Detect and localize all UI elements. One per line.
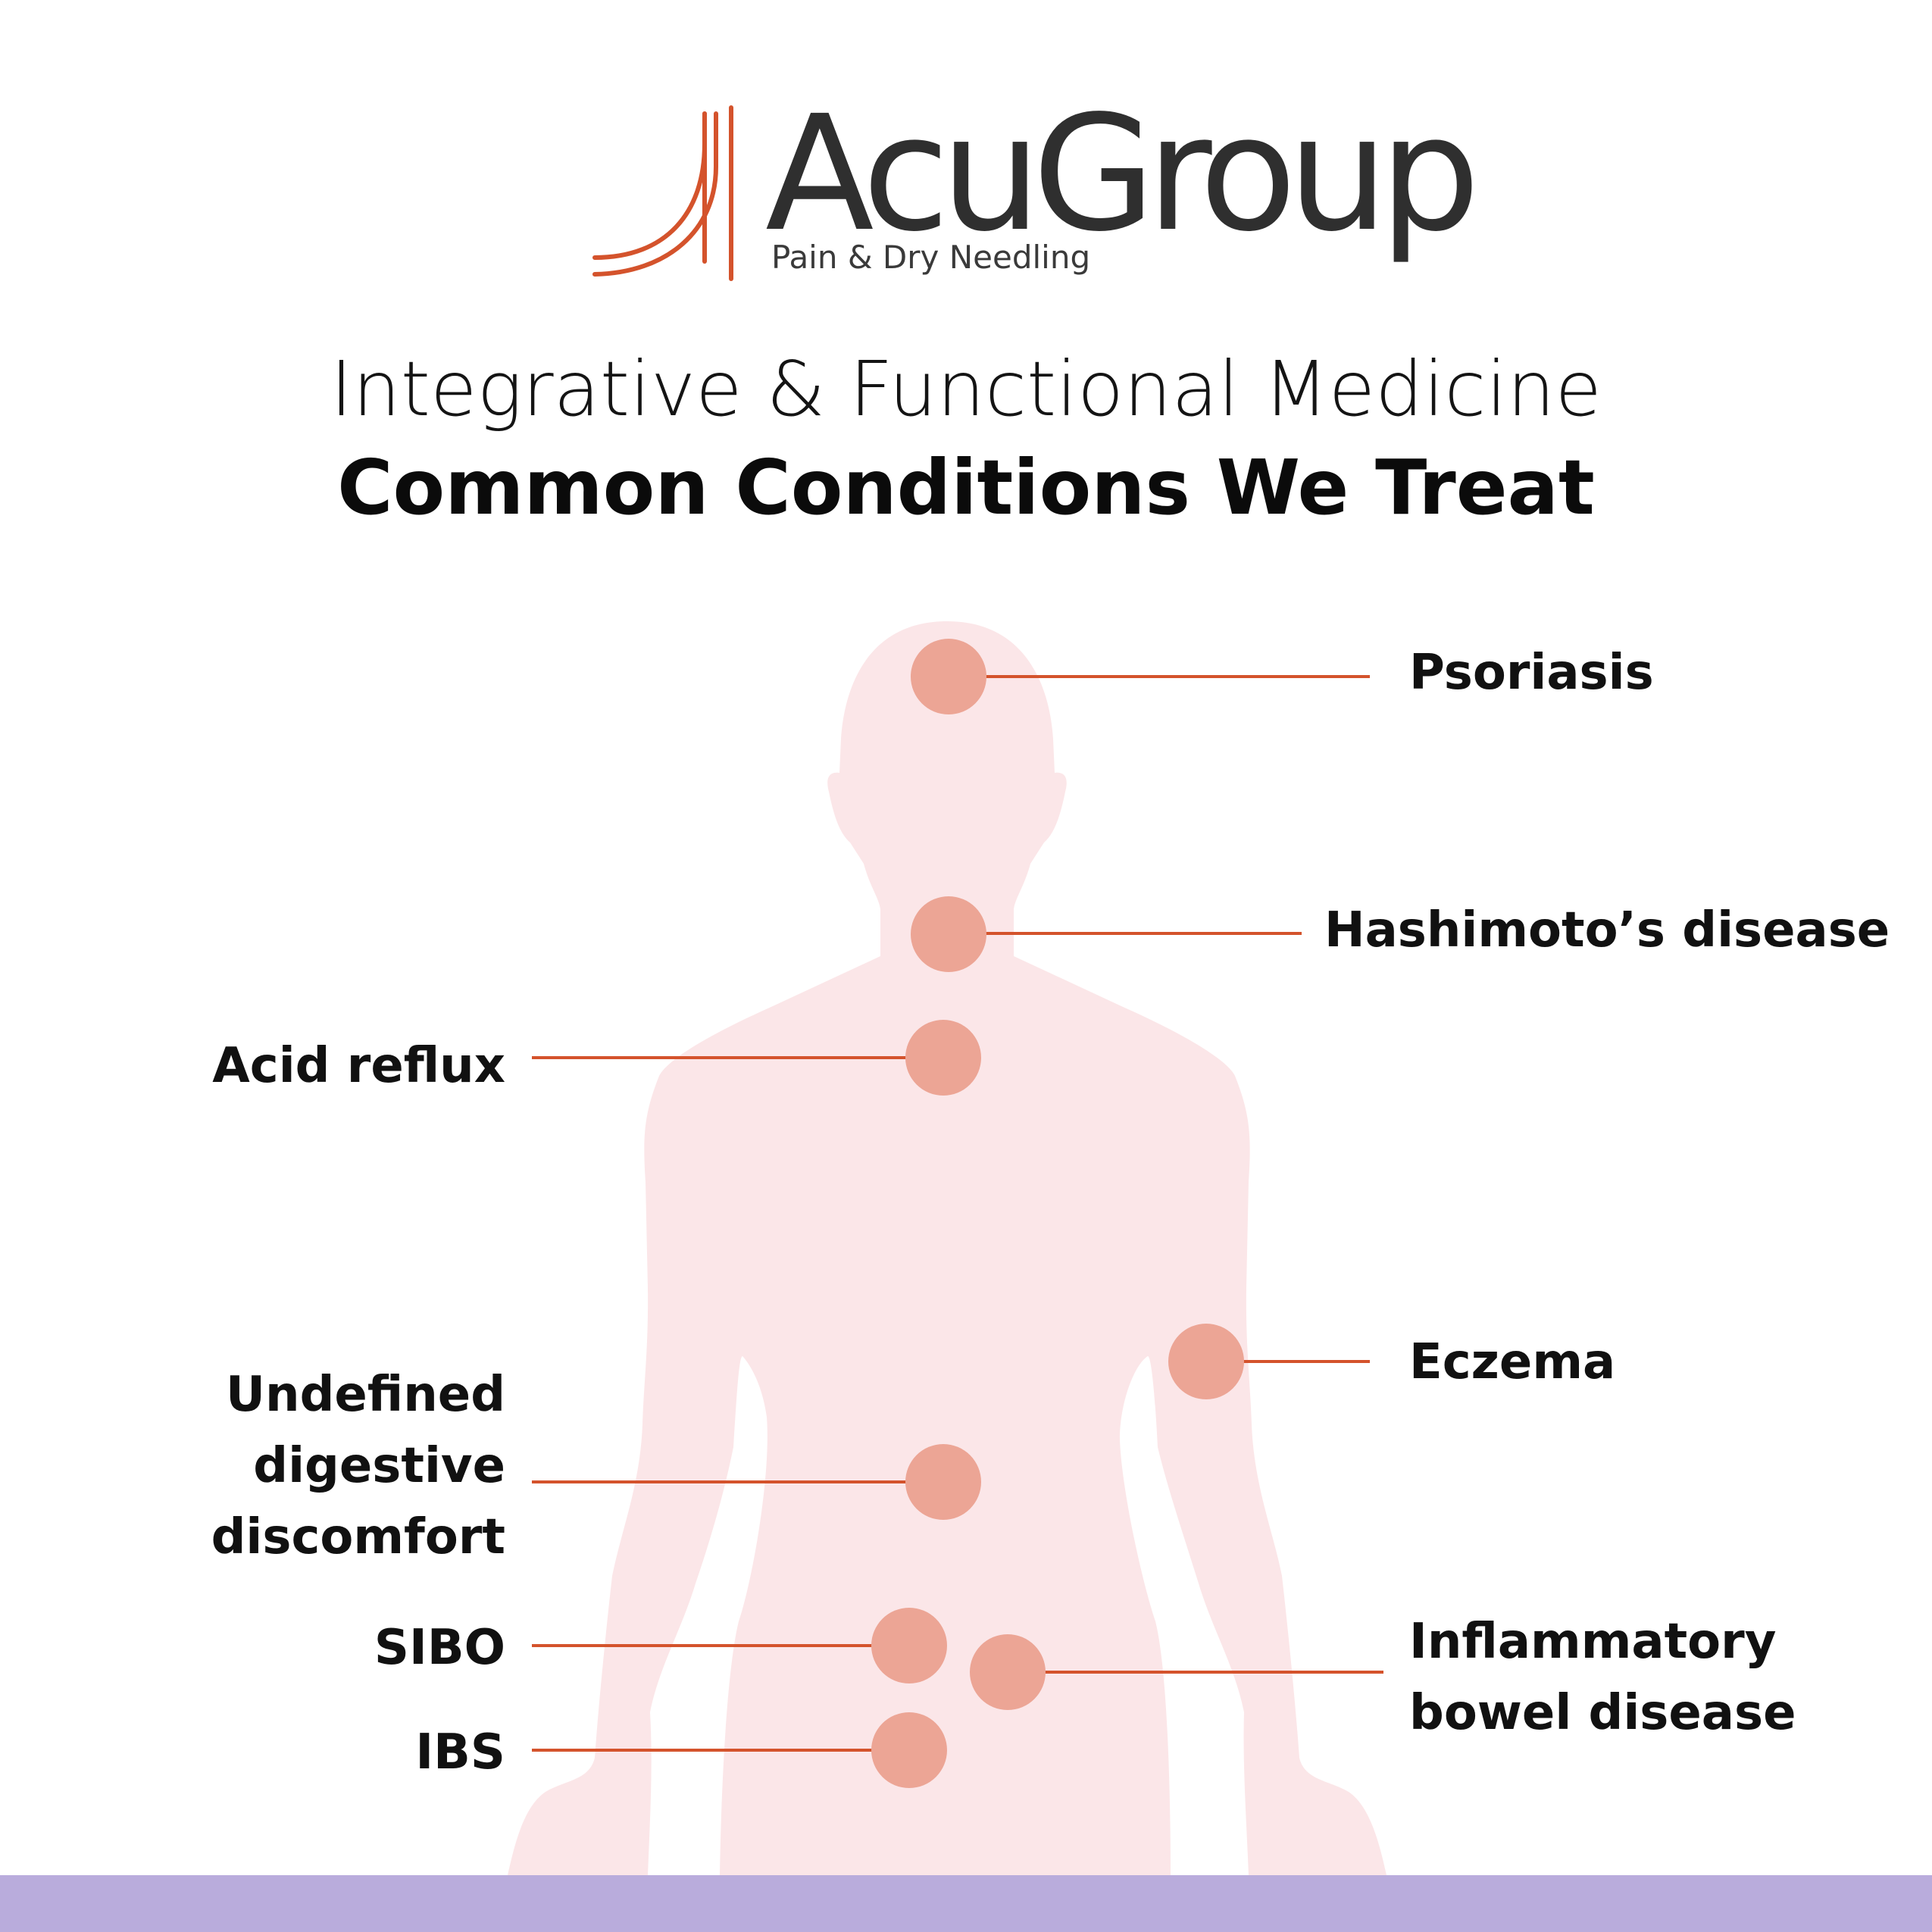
marker-dot-digestive	[905, 1444, 981, 1520]
label-ibd-line-1: Inflammatory	[1409, 1614, 1777, 1670]
label-ibd-line-2: bowel disease	[1409, 1685, 1796, 1741]
marker-dot-psoriasis	[911, 639, 986, 714]
marker-dot-acid-reflux	[905, 1020, 981, 1096]
label-ibs: IBS	[415, 1724, 505, 1780]
label-psoriasis: Psoriasis	[1409, 645, 1654, 701]
brand-logo: AcuGroup Pain & Dry Needling	[583, 95, 1480, 288]
body-silhouette	[508, 621, 1386, 1875]
marker-dot-ibs	[871, 1712, 947, 1788]
label-eczema: Eczema	[1409, 1334, 1616, 1390]
label-hashimoto: Hashimoto’s disease	[1324, 902, 1890, 958]
footer-bar	[0, 1875, 1932, 1932]
page-title: Common Conditions We Treat	[337, 443, 1595, 532]
label-digestive-line-1: Undefined	[226, 1367, 505, 1423]
marker-dot-ibd	[970, 1634, 1046, 1710]
marker-dot-eczema	[1168, 1324, 1244, 1399]
label-acid-reflux: Acid reflux	[212, 1038, 505, 1094]
label-digestive-line-2: digestive	[253, 1438, 505, 1494]
label-ibd: Inflammatory bowel disease	[1409, 1606, 1796, 1749]
marker-dot-sibo	[871, 1608, 947, 1683]
label-digestive-line-3: discomfort	[211, 1509, 505, 1565]
needle-lines-icon	[592, 105, 733, 281]
page-subtitle: Integrative & Functional Medicine	[330, 345, 1602, 433]
brand-name: AcuGroup	[765, 81, 1480, 267]
brand-tagline: Pain & Dry Needling	[771, 239, 1091, 276]
marker-dot-hashimoto	[911, 896, 986, 972]
label-sibo: SIBO	[374, 1620, 505, 1676]
label-digestive: Undefined digestive discomfort	[211, 1359, 505, 1573]
